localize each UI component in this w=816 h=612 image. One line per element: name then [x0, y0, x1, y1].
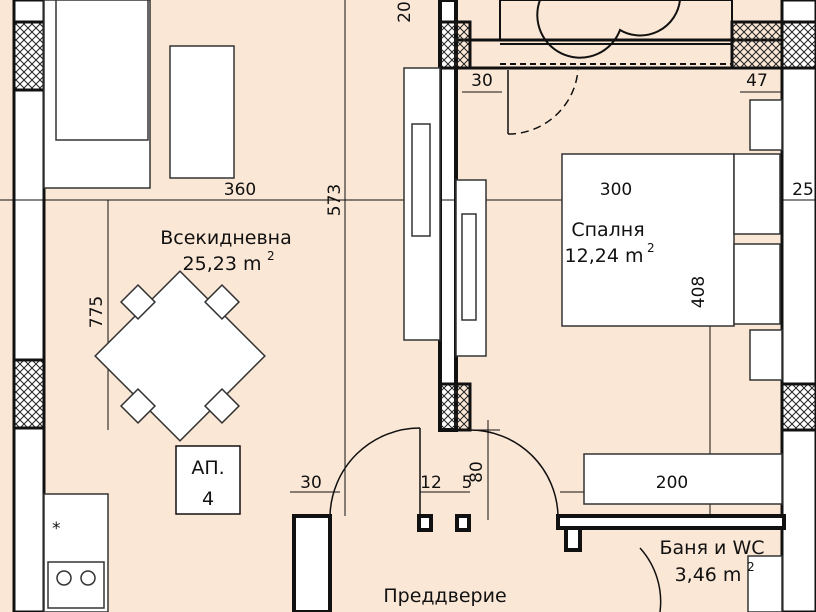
- bedroom-name: Спалня: [571, 219, 644, 241]
- chair: [119, 387, 157, 425]
- bath-left-wall: [564, 526, 582, 552]
- dim-775: 775: [87, 296, 107, 328]
- column: [780, 20, 816, 70]
- furniture: [43, 0, 783, 612]
- dim-200: 200: [656, 473, 688, 493]
- stove: [47, 561, 105, 609]
- column: [12, 20, 46, 92]
- walls: [12, 0, 816, 612]
- bedroom-window: [499, 0, 733, 65]
- dim-408: 408: [689, 276, 709, 308]
- hall-mid-wall-right: [455, 514, 471, 532]
- bed-pillow: [733, 243, 781, 325]
- dim-30-top: 30: [471, 71, 493, 91]
- nightstand: [749, 99, 783, 151]
- dim-80: 80: [467, 461, 487, 483]
- entrance-door-arc: [329, 427, 421, 517]
- chair: [119, 283, 157, 321]
- nightstand: [749, 329, 783, 381]
- dim-20: 20: [395, 1, 415, 23]
- bedroom-door-arc: [507, 69, 579, 135]
- hall-door-arc: [469, 429, 559, 517]
- dim-12: 12: [420, 473, 442, 493]
- stove-mark: *: [52, 519, 61, 539]
- bath-top-wall: [556, 514, 786, 530]
- bed: [561, 153, 735, 327]
- burner: [80, 570, 96, 586]
- wardrobe-door: [461, 213, 477, 321]
- bath-door-arc: [639, 547, 662, 612]
- column: [780, 382, 816, 432]
- left-exterior-wall: [12, 0, 46, 612]
- apartment-label-line2: 4: [202, 488, 214, 510]
- bedroom-area-exp: 2: [647, 241, 655, 255]
- column: [730, 20, 784, 70]
- door-swings: [329, 69, 662, 612]
- right-exterior-wall: [780, 0, 816, 612]
- chair: [203, 387, 241, 425]
- tv: [411, 123, 431, 237]
- bedroom-area: 12,24 m: [565, 245, 644, 267]
- bath-area-exp: 2: [747, 560, 755, 574]
- dimension-labels: 20 30 47 360 573 300 25 775 408 30 12 5 …: [87, 1, 814, 493]
- column: [438, 20, 472, 70]
- column: [12, 358, 46, 430]
- coffee-table: [169, 45, 235, 179]
- bedroom-closet: [583, 453, 783, 505]
- bath-name: Баня и WC: [659, 537, 764, 559]
- room-labels: Всекидневна 25,23 m 2 Спалня 12,24 m 2 П…: [52, 219, 765, 607]
- dim-30-door: 30: [300, 473, 322, 493]
- dim-573: 573: [325, 184, 345, 216]
- apartment-label-line1: АП.: [191, 457, 224, 479]
- bath-vanity: [747, 555, 783, 612]
- hall-mid-wall-left: [417, 514, 433, 532]
- hall-left-wall: [292, 514, 332, 612]
- hall-name: Преддверие: [383, 585, 506, 607]
- dim-360: 360: [224, 180, 256, 200]
- living-room-name: Всекидневна: [160, 227, 292, 249]
- dim-47: 47: [746, 71, 768, 91]
- burner: [56, 570, 72, 586]
- bath-area: 3,46 m: [675, 564, 742, 586]
- bed-pillow: [733, 153, 781, 235]
- dim-300: 300: [600, 180, 632, 200]
- dim-5: 5: [462, 473, 473, 493]
- chair: [203, 283, 241, 321]
- dim-25: 25: [792, 180, 814, 200]
- column: [438, 382, 472, 432]
- living-room-area-exp: 2: [267, 249, 275, 263]
- apartment-label-box: [175, 445, 241, 515]
- living-room-area: 25,23 m: [183, 253, 262, 275]
- sofa-seat: [55, 0, 149, 141]
